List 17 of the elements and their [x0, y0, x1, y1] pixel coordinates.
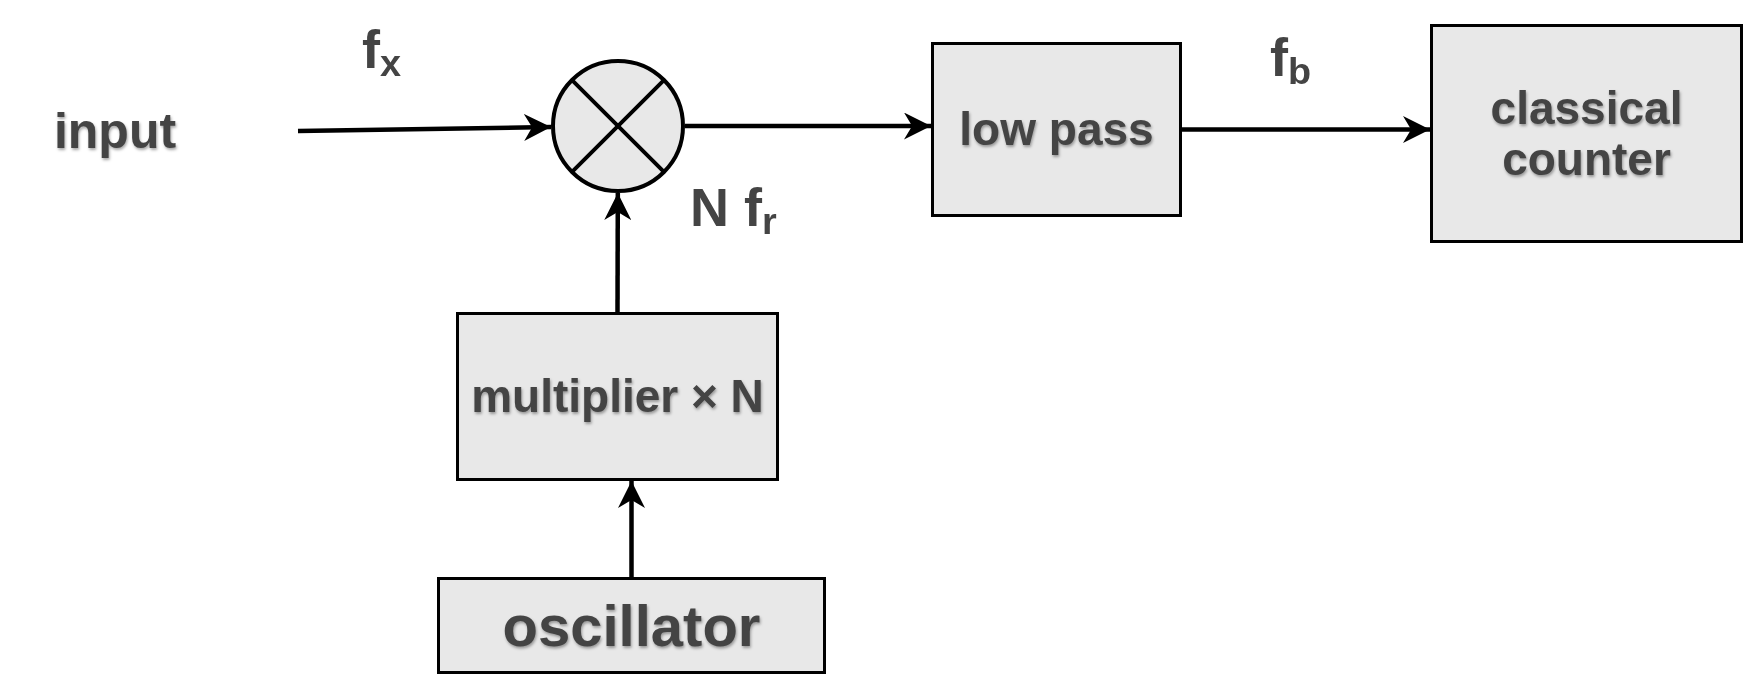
box-label: multiplier × N — [471, 371, 764, 422]
process-box — [931, 42, 1182, 217]
box-label: classical counter — [1489, 82, 1684, 185]
box-label: oscillator — [502, 593, 761, 658]
box-label: low pass — [959, 104, 1154, 155]
arrow — [604, 193, 632, 312]
edge-label: f$_{x}$ — [362, 22, 401, 83]
arrow — [685, 112, 931, 140]
arrow — [1182, 116, 1430, 143]
input-label: input — [53, 103, 177, 159]
arrow — [297, 113, 552, 141]
arrow — [618, 481, 645, 577]
process-box — [1430, 24, 1743, 243]
edge-label: f$_{b}$ — [1270, 30, 1312, 91]
edge-label: N f$_{r}$ — [690, 180, 777, 241]
process-box — [456, 312, 779, 481]
process-box — [437, 577, 826, 674]
